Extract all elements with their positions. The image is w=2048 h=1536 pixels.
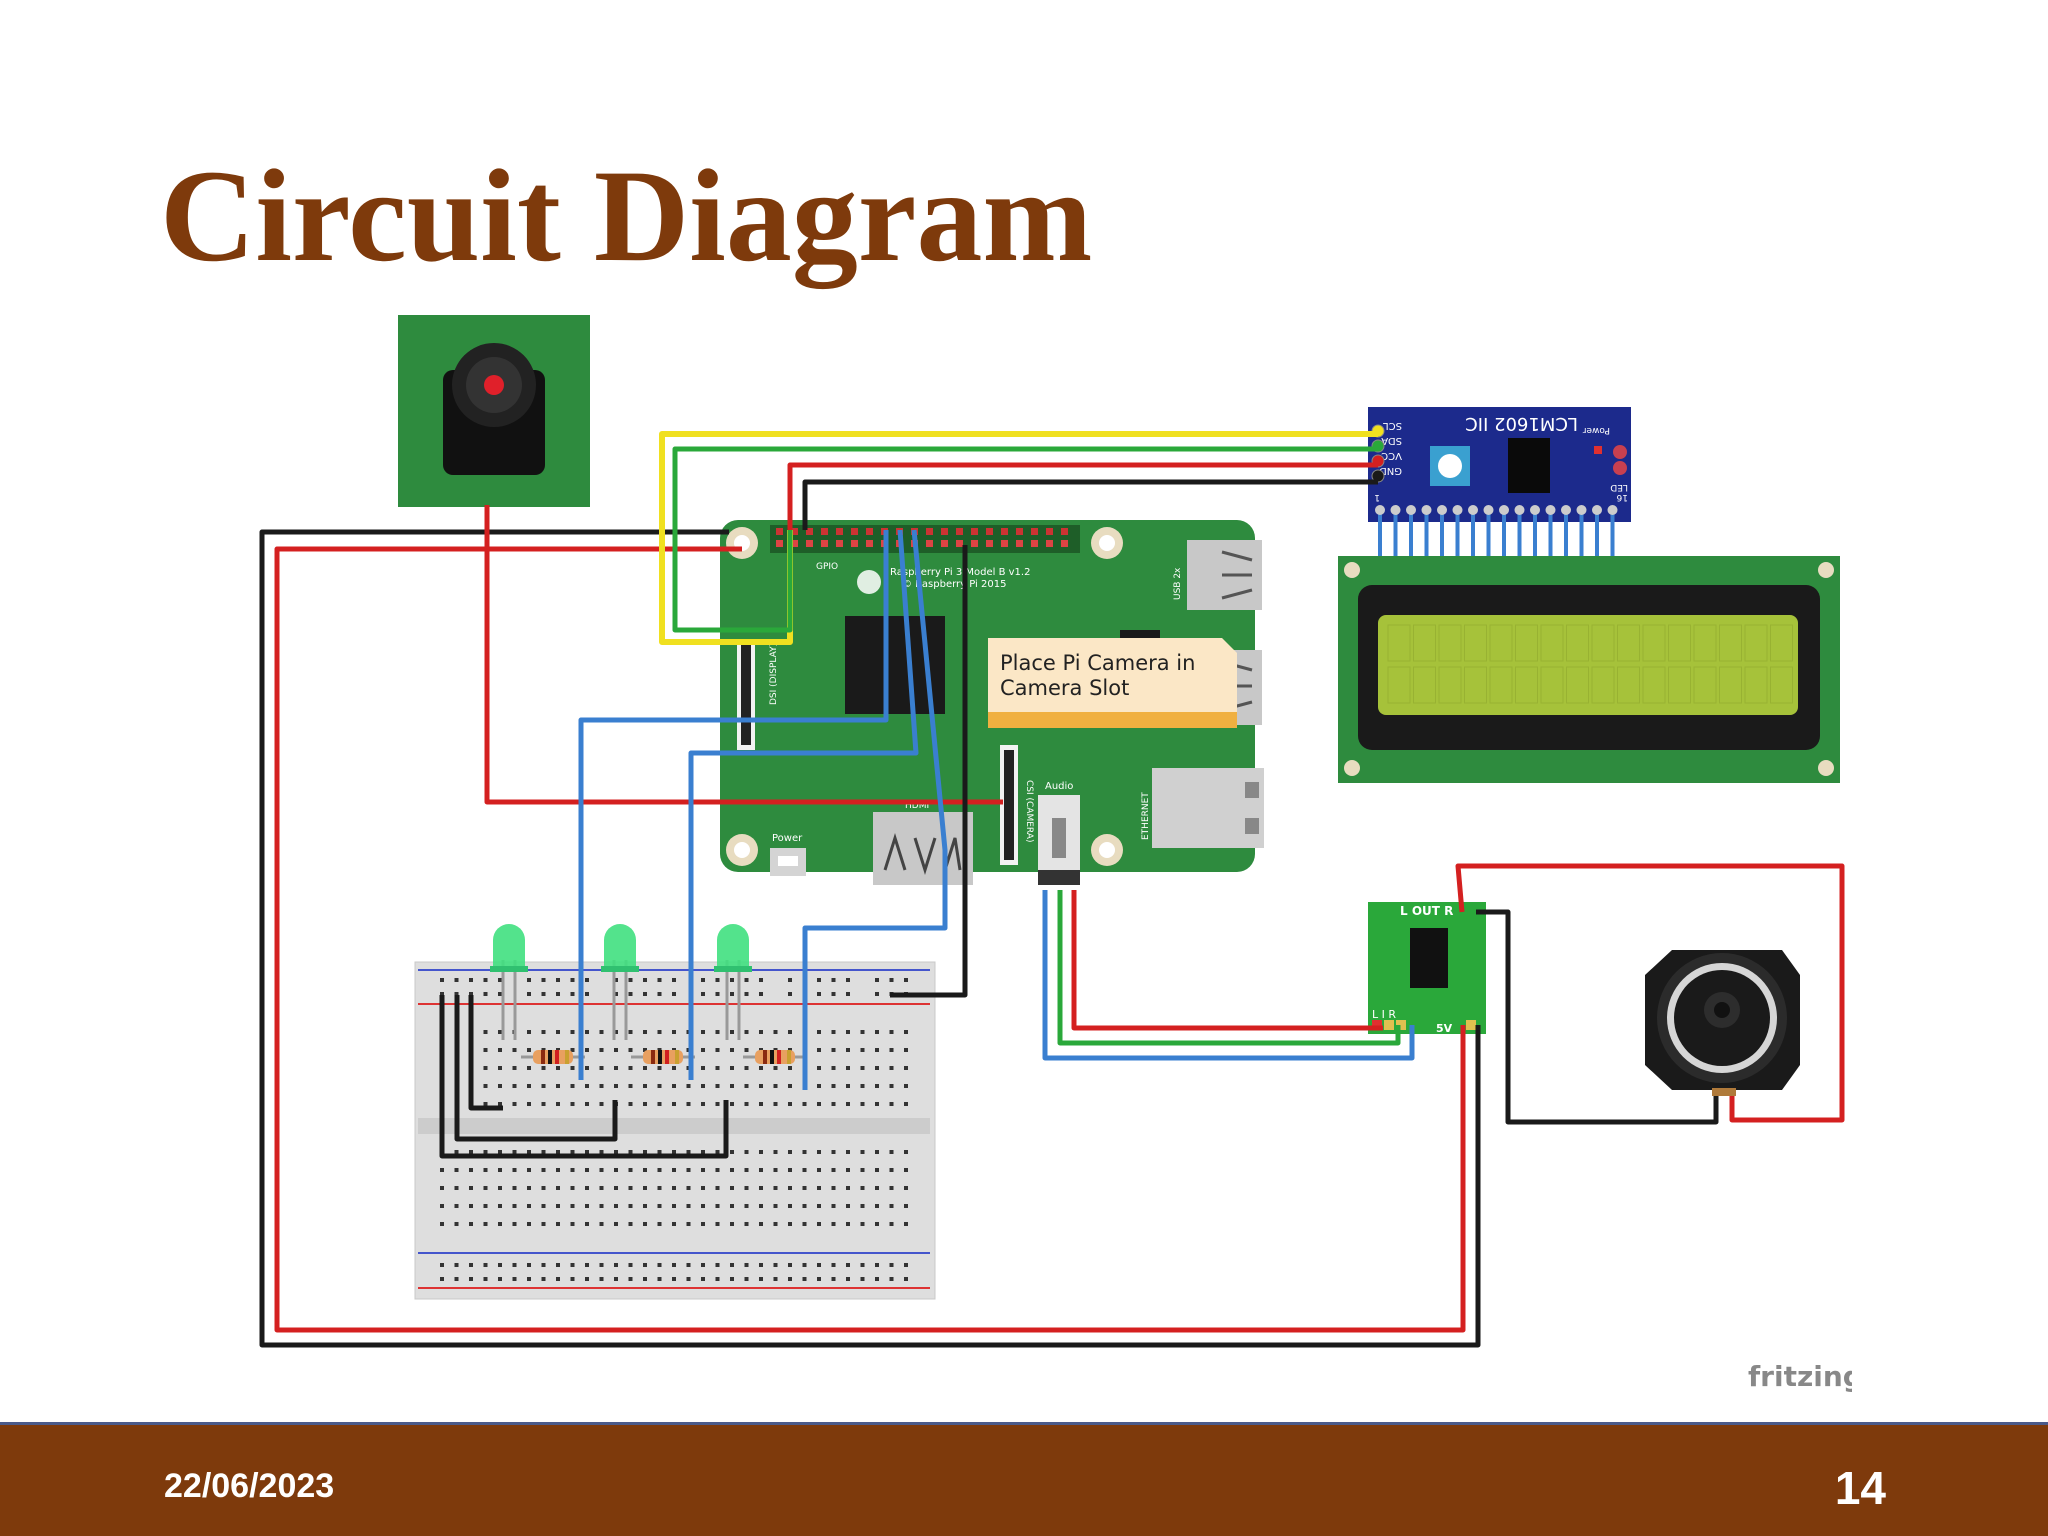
amp-out-label: L OUT R [1400, 904, 1453, 918]
led-1 [490, 924, 528, 1040]
wire-black-jumper-3 [468, 995, 503, 1111]
lcd-pin-gnd: GND [1379, 465, 1402, 476]
wire-blue-led-1 [578, 530, 889, 1080]
camera-module [398, 315, 590, 507]
usb-label: USB 2x [1173, 567, 1183, 600]
camera-label: CSI (CAMERA) [1024, 780, 1034, 842]
wire-blue-led-2 [688, 529, 919, 1080]
pi-board-label-2: © Raspberry Pi 2015 [902, 579, 1006, 590]
wire-black-bb-gnd [890, 545, 968, 998]
amp-in-label: L I R [1372, 1008, 1396, 1021]
led-3 [714, 924, 752, 1040]
amplifier-module: L OUT R L I R 5V [1368, 902, 1486, 1035]
resistor-3 [743, 1050, 807, 1064]
amp-5v-label: 5V [1436, 1022, 1453, 1035]
camera-lens-icon [484, 375, 504, 395]
lcd-pin-scl: SCL [1383, 420, 1402, 431]
wire-green-audio [1057, 890, 1401, 1046]
led-2 [601, 924, 639, 1040]
resistors [521, 1050, 807, 1064]
slide-title: Circuit Diagram [160, 142, 1093, 289]
lcd-pin-first: 1 [1374, 492, 1380, 502]
note-line-1: Place Pi Camera in [1000, 651, 1195, 675]
wire-black-jumper-1 [439, 995, 729, 1159]
footer-bar: 22/06/2023 14 [0, 1422, 2048, 1536]
wire-blue-led-3 [802, 529, 948, 1090]
wire-black-main [259, 529, 1481, 1348]
page-number: 14 [1834, 1462, 1886, 1514]
wire-red-audio [1071, 890, 1383, 1031]
wire-red-speaker [1455, 863, 1845, 1123]
wire-red-main [274, 546, 1466, 1333]
breadboard [414, 961, 936, 1300]
raspberry-pi-board: GPIO Raspberry Pi 3 Model B v1.2 © Raspb… [720, 520, 1264, 885]
footer-date: 22/06/2023 [164, 1467, 335, 1505]
resistor-1 [521, 1050, 585, 1064]
gpio-label: GPIO [816, 562, 838, 572]
wires [259, 431, 1845, 1348]
circuit-diagram: GPIO Raspberry Pi 3 Model B v1.2 © Raspb… [160, 313, 1852, 1410]
speaker [1645, 950, 1800, 1096]
wire-black-gnd [802, 479, 1378, 530]
hdmi-label: HDMI [905, 801, 929, 811]
wire-red-vcc [787, 462, 1378, 530]
wire-blue-audio [1042, 890, 1415, 1061]
lcd-pin-vcc: VCC [1381, 450, 1402, 461]
raspberry-logo-icon [857, 570, 881, 594]
wire-black-jumper-2 [454, 995, 618, 1142]
lcd-pin-last: 16 [1616, 492, 1628, 502]
fritzing-watermark: fritzing [1748, 1360, 1852, 1393]
pi-board-label-1: Raspberry Pi 3 Model B v1.2 [890, 567, 1030, 578]
lcd-i2c-module: LCM1602 IIC SCL SDA VCC GND Power LED 1 … [1368, 407, 1631, 565]
speaker-icon [1714, 1002, 1730, 1018]
wire-green-sda [672, 446, 1378, 633]
resistor-2 [631, 1050, 695, 1064]
lcd-display [1338, 556, 1840, 783]
lcd-led-label: LED [1610, 482, 1628, 492]
ethernet-label: ETHERNET [1141, 792, 1151, 840]
lcd-character-grid [1387, 624, 1793, 704]
audio-label: Audio [1045, 781, 1073, 792]
leds [490, 924, 752, 1040]
display-label: DSI (DISPLAY) [769, 643, 779, 705]
note: Place Pi Camera in Camera Slot [988, 638, 1237, 728]
lcd-power-label: Power [1582, 425, 1610, 435]
wire-red-camera [484, 505, 1003, 805]
wire-black-speaker [1476, 909, 1719, 1125]
lcd-pin-sda: SDA [1381, 435, 1402, 446]
lcd-module-label: LCM1602 IIC [1465, 413, 1578, 434]
lcd-header-pins [1375, 505, 1618, 565]
note-line-2: Camera Slot [1000, 676, 1129, 700]
power-label: Power [772, 833, 803, 844]
